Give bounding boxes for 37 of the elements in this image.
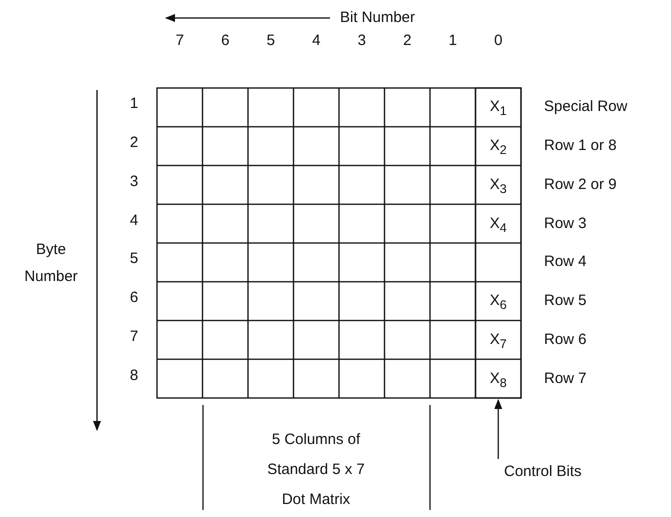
control-bit-column bbox=[474, 87, 522, 399]
row-number: 5 bbox=[128, 250, 140, 268]
row-label: Row 4 bbox=[544, 253, 587, 272]
caption-note: 5 Columns of Standard 5 x 7 Dot Matrix bbox=[266, 430, 366, 510]
axis-title: Bit Number bbox=[340, 9, 416, 27]
row-label: Row 6 bbox=[544, 330, 587, 349]
row-number: 3 bbox=[128, 172, 140, 191]
axis-title: Byte Number bbox=[23, 240, 79, 287]
row-number: 1 bbox=[128, 95, 140, 114]
column-number: 5 bbox=[266, 32, 276, 50]
column-number: 0 bbox=[493, 32, 504, 50]
column-number: 3 bbox=[356, 32, 367, 50]
bit-label: X$_{7}$ bbox=[488, 330, 508, 353]
bit-label: X$_{4}$ bbox=[488, 214, 508, 237]
row-label: Row 2 or 9 bbox=[544, 176, 617, 194]
leader-arrow bbox=[494, 399, 502, 459]
row-number: 6 bbox=[128, 289, 140, 308]
column-number: 1 bbox=[448, 32, 458, 50]
bit-label: X$_{8}$ bbox=[488, 370, 508, 392]
row-number: 7 bbox=[128, 328, 140, 346]
row-label: Row 5 bbox=[544, 292, 587, 310]
row-number: 8 bbox=[128, 366, 140, 385]
bit-label: X$_{3}$ bbox=[488, 176, 508, 198]
note-label: Control Bits bbox=[504, 463, 582, 481]
row-label: Special Row bbox=[544, 98, 628, 116]
row-label: Row 7 bbox=[544, 370, 587, 388]
column-number: 6 bbox=[220, 32, 230, 50]
row-number: 2 bbox=[128, 134, 140, 152]
row-number: 4 bbox=[128, 212, 140, 230]
column-number: 7 bbox=[174, 32, 185, 50]
bit-label: X$_{6}$ bbox=[488, 292, 508, 314]
row-label: Row 1 or 8 bbox=[544, 137, 617, 156]
bit-label: X$_{1}$ bbox=[488, 98, 508, 120]
row-label: Row 3 bbox=[544, 214, 587, 233]
column-number: 4 bbox=[311, 32, 322, 50]
bit-label: X$_{2}$ bbox=[488, 137, 508, 160]
column-number: 2 bbox=[402, 32, 412, 50]
